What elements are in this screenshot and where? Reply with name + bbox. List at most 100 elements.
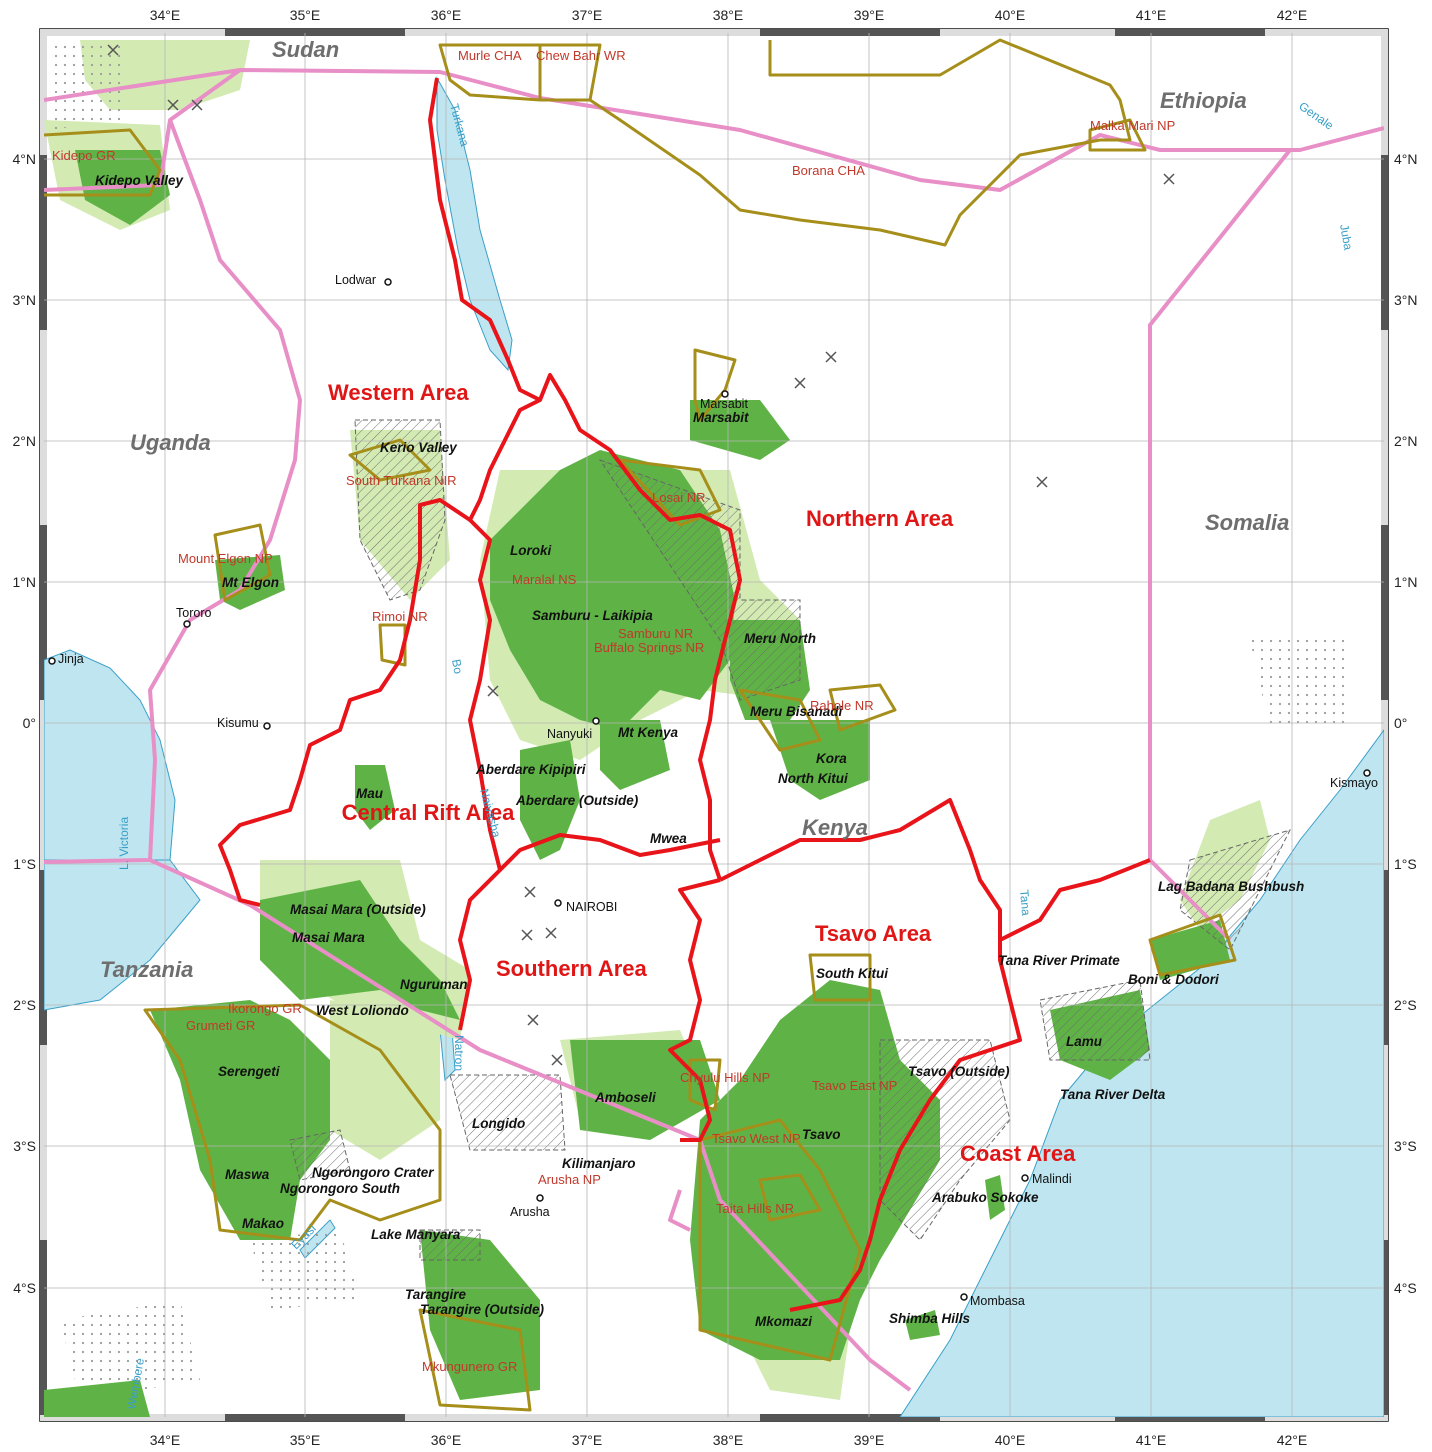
reserve-buffalo-springs: Buffalo Springs NR [594,640,704,655]
central-rift-east [458,518,502,1031]
southern-east [668,878,721,1142]
lat-label: 2°N [13,433,37,449]
area-central-rift: Central Rift Area [342,800,516,825]
park-labels: Kidepo Valley Kerio Valley Marsabit Mt E… [95,173,1304,1329]
lon-label-bottom: 37°E [572,1432,603,1448]
reserve-labels: Murle CHA Chew Bahr WR Kidepo GR Borana … [52,48,1175,1374]
serengeti-patch [150,1000,330,1240]
reserve-tsavo-east: Tsavo East NP [812,1078,897,1093]
park-nguruman: Nguruman [400,977,468,992]
axis-labels: 34°E 35°E 36°E 37°E 38°E 39°E 40°E 41°E … [13,7,1418,1448]
area-central-rift-label: Central Rift Area [342,800,516,825]
park-kidepo-valley: Kidepo Valley [95,173,185,188]
lat-label-right: 2°S [1394,997,1417,1013]
lon-label: 34°E [150,7,181,23]
park-arabuko-sokoke: Arabuko Sokoke [931,1190,1039,1205]
park-marsabit: Marsabit [693,410,749,425]
park-kerio-valley: Kerio Valley [380,440,458,455]
park-mwea: Mwea [650,831,687,846]
lat-label: 4°N [13,151,37,167]
park-masai-mara: Masai Mara [292,930,365,945]
lat-label-right: 0° [1394,715,1407,731]
park-aberdare-kipipiri: Aberdare Kipipiri [475,762,586,777]
lat-label: 1°S [13,856,36,872]
town-tororo: Tororo [176,606,211,620]
reserve-chyulu: Chyulu Hills NP [680,1070,770,1085]
town-mombasa: Mombasa [970,1294,1025,1308]
reserve-rahole: Rahole NR [810,698,874,713]
town-kisumu: Kisumu [217,716,259,730]
reserve-ikorongo: Ikorongo GR [228,1001,302,1016]
lon-label: 39°E [854,7,885,23]
southern-north [498,833,721,872]
town-arusha: Arusha [510,1205,550,1219]
reserve-chew-bahr: Chew Bahr WR [536,48,626,63]
town-lodwar: Lodwar [335,273,376,287]
town-jinja: Jinja [58,652,84,666]
reserve-rimoi: Rimoi NR [372,609,428,624]
park-loroki: Loroki [510,543,552,558]
park-ngorongoro-south: Ngorongoro South [280,1181,400,1196]
lat-label: 1°N [13,574,37,590]
park-mkomazi: Mkomazi [755,1314,812,1329]
park-kilimanjaro: Kilimanjaro [562,1156,636,1171]
lat-label: 0° [23,715,36,731]
water-juba: Juba [1337,223,1355,251]
reserve-samburu: Samburu NR [618,626,693,641]
park-aberdare-outside: Aberdare (Outside) [515,793,639,808]
protected-areas [44,150,1230,1417]
area-southern: Southern Area [496,956,648,981]
reserve-malka-mari: Malka Mari NP [1090,118,1175,133]
reserve-grumeti: Grumeti GR [186,1018,255,1033]
lon-label: 40°E [995,7,1026,23]
lon-label-bottom: 40°E [995,1432,1026,1448]
country-tanzania: Tanzania [100,957,193,982]
lat-label-right: 2°N [1394,433,1418,449]
lat-label: 4°S [13,1280,36,1296]
lat-label-right: 3°S [1394,1138,1417,1154]
lat-label: 3°S [13,1138,36,1154]
park-tana-river-delta: Tana River Delta [1060,1087,1166,1102]
park-makao: Makao [242,1216,284,1231]
country-kenya: Kenya [802,815,868,840]
park-meru-north: Meru North [744,631,816,646]
reserve-mkungunero: Mkungunero GR [422,1359,517,1374]
park-north-kitui: North Kitui [778,771,848,786]
town-malindi: Malindi [1032,1172,1072,1186]
lat-label-right: 3°N [1394,292,1418,308]
reserve-outlines [44,38,1237,1412]
x-markers [107,44,1175,1066]
mau-patch [355,765,395,830]
lon-label-bottom: 42°E [1277,1432,1308,1448]
reserve-losai: Losai NR [652,490,705,505]
park-mt-elgon: Mt Elgon [222,575,279,590]
park-lag-badana: Lag Badana Bushbush [1158,879,1304,894]
country-labels: Sudan Ethiopia Uganda Somalia Kenya Tanz… [100,37,1289,982]
town-labels: Lodwar Marsabit Tororo Jinja Kisumu Nany… [58,273,1378,1308]
tsavo-patch [690,980,940,1360]
lat-label-right: 1°S [1394,856,1417,872]
lat-label: 2°S [13,997,36,1013]
country-somalia: Somalia [1205,510,1289,535]
country-ethiopia: Ethiopia [1160,88,1247,113]
reserve-borana: Borana CHA [792,163,865,178]
park-tarangire-outside: Tarangire (Outside) [420,1302,545,1317]
masai-mara-patch [260,880,460,1020]
park-tarangire: Tarangire [405,1287,467,1302]
tsavo-north [719,798,1022,1312]
park-mt-kenya: Mt Kenya [618,725,679,740]
reserve-kidepo: Kidepo GR [52,148,116,163]
lon-label-bottom: 41°E [1136,1432,1167,1448]
park-west-loliondo: West Loliondo [316,1003,409,1018]
lon-label: 41°E [1136,7,1167,23]
water-victoria: L. Victoria [117,817,131,870]
lon-label-bottom: 38°E [713,1432,744,1448]
water-tana: Tana [1017,889,1033,916]
reserve-arusha: Arusha NP [538,1172,601,1187]
graticule [44,33,1384,1417]
northern-area-west-border [538,373,742,881]
kora-patch [770,720,870,800]
reserve-south-turkana: South Turkana NIR [346,473,457,488]
area-tsavo: Tsavo Area [815,921,932,946]
